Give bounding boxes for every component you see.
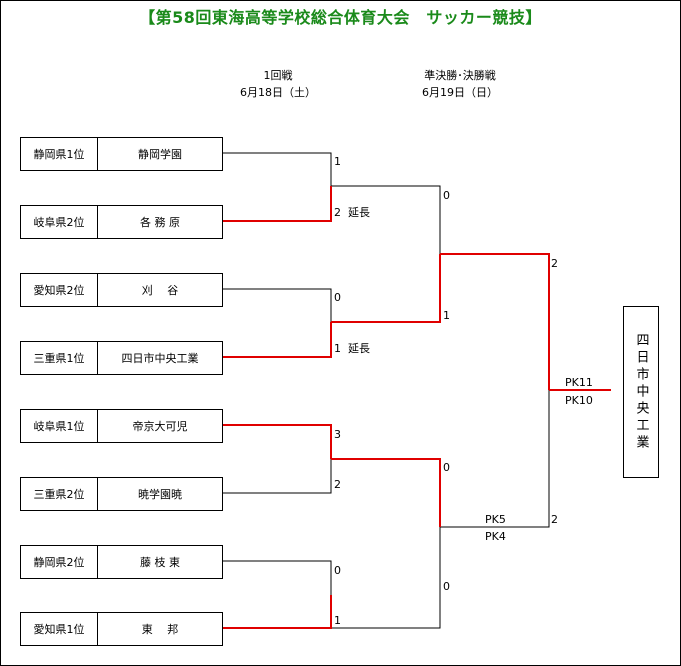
- line-m1-top: [222, 152, 332, 186]
- champion-name: 四日市中央工業: [633, 332, 649, 452]
- line-sf1-top: [331, 185, 441, 254]
- team-box: 静岡県2位 藤 枝 東: [20, 545, 223, 579]
- line-m3-top: [222, 424, 332, 459]
- score-final-top: 2: [551, 257, 558, 270]
- round1-label: 1回戦: [263, 69, 293, 82]
- team-pref: 岐阜県2位: [21, 206, 98, 238]
- line-m4-top: [222, 560, 332, 595]
- score-m4-top: 0: [334, 564, 341, 577]
- team-pref: 岐阜県1位: [21, 410, 98, 442]
- note-m2-extra-time: 延長: [348, 342, 370, 355]
- score-m2-bot: 1: [334, 342, 341, 355]
- note-m1-extra-time: 延長: [348, 206, 370, 219]
- score-sf1-bot: 1: [443, 309, 450, 322]
- team-name: 藤 枝 東: [140, 556, 180, 569]
- score-m2-top: 0: [334, 291, 341, 304]
- score-sf1-top: 0: [443, 189, 450, 202]
- score-m4-bot: 1: [334, 614, 341, 627]
- pk-final-bot: PK10: [565, 394, 593, 407]
- team-pref: 三重県1位: [21, 342, 98, 374]
- line-final-top: [440, 253, 550, 390]
- team-box: 岐阜県1位 帝京大可児: [20, 409, 223, 443]
- line-m2-bot: [222, 322, 332, 358]
- team-name: 静岡学園: [138, 148, 182, 161]
- score-sf2-bot: 0: [443, 580, 450, 593]
- score-sf2-top: 0: [443, 461, 450, 474]
- final-round-label: 準決勝･決勝戦: [424, 69, 496, 82]
- team-pref: 静岡県1位: [21, 138, 98, 170]
- team-pref: 静岡県2位: [21, 546, 98, 578]
- team-name: 各 務 原: [140, 216, 180, 229]
- line-m4-bot: [222, 595, 332, 629]
- final-round-header: 準決勝･決勝戦 6月19日（日）: [400, 67, 520, 101]
- pk-sf2-bot: PK4: [485, 530, 506, 543]
- team-name: 四日市中央工業: [121, 352, 199, 365]
- team-name: 帝京大可児: [132, 420, 188, 433]
- team-name: 東 邦: [141, 623, 179, 636]
- team-box: 三重県2位 暁学園暁: [20, 477, 223, 511]
- team-box: 愛知県2位 刈 谷: [20, 273, 223, 307]
- team-name: 刈 谷: [141, 284, 179, 297]
- line-sf2-bot: [331, 527, 441, 629]
- line-final-bot: [440, 390, 550, 528]
- bracket-losing-lines: [222, 152, 550, 629]
- page-title: 【第58回東海高等学校総合体育大会 サッカー競技】: [139, 8, 542, 27]
- champion-box: 四日市中央工業: [623, 306, 659, 478]
- round1-header: 1回戦 6月18日（土）: [218, 67, 338, 101]
- pk-final-top: PK11: [565, 376, 593, 389]
- line-sf1-bot: [331, 254, 441, 323]
- round1-date: 6月18日（土）: [240, 86, 316, 99]
- score-m1-bot: 2: [334, 206, 341, 219]
- score-final-bot: 2: [551, 513, 558, 526]
- line-sf2-top: [331, 458, 441, 527]
- team-pref: 愛知県1位: [21, 613, 98, 645]
- pk-sf2-top: PK5: [485, 513, 506, 526]
- team-box: 三重県1位 四日市中央工業: [20, 341, 223, 375]
- final-round-date: 6月19日（日）: [422, 86, 498, 99]
- team-box: 愛知県1位 東 邦: [20, 612, 223, 646]
- line-m1-bot: [222, 186, 332, 222]
- bracket-winning-lines: [222, 186, 611, 629]
- line-m3-bot: [222, 459, 332, 494]
- score-m1-top: 1: [334, 155, 341, 168]
- team-pref: 三重県2位: [21, 478, 98, 510]
- team-name: 暁学園暁: [138, 488, 182, 501]
- team-box: 岐阜県2位 各 務 原: [20, 205, 223, 239]
- score-m3-top: 3: [334, 428, 341, 441]
- team-pref: 愛知県2位: [21, 274, 98, 306]
- team-box: 静岡県1位 静岡学園: [20, 137, 223, 171]
- line-m2-top: [222, 288, 332, 322]
- score-m3-bot: 2: [334, 478, 341, 491]
